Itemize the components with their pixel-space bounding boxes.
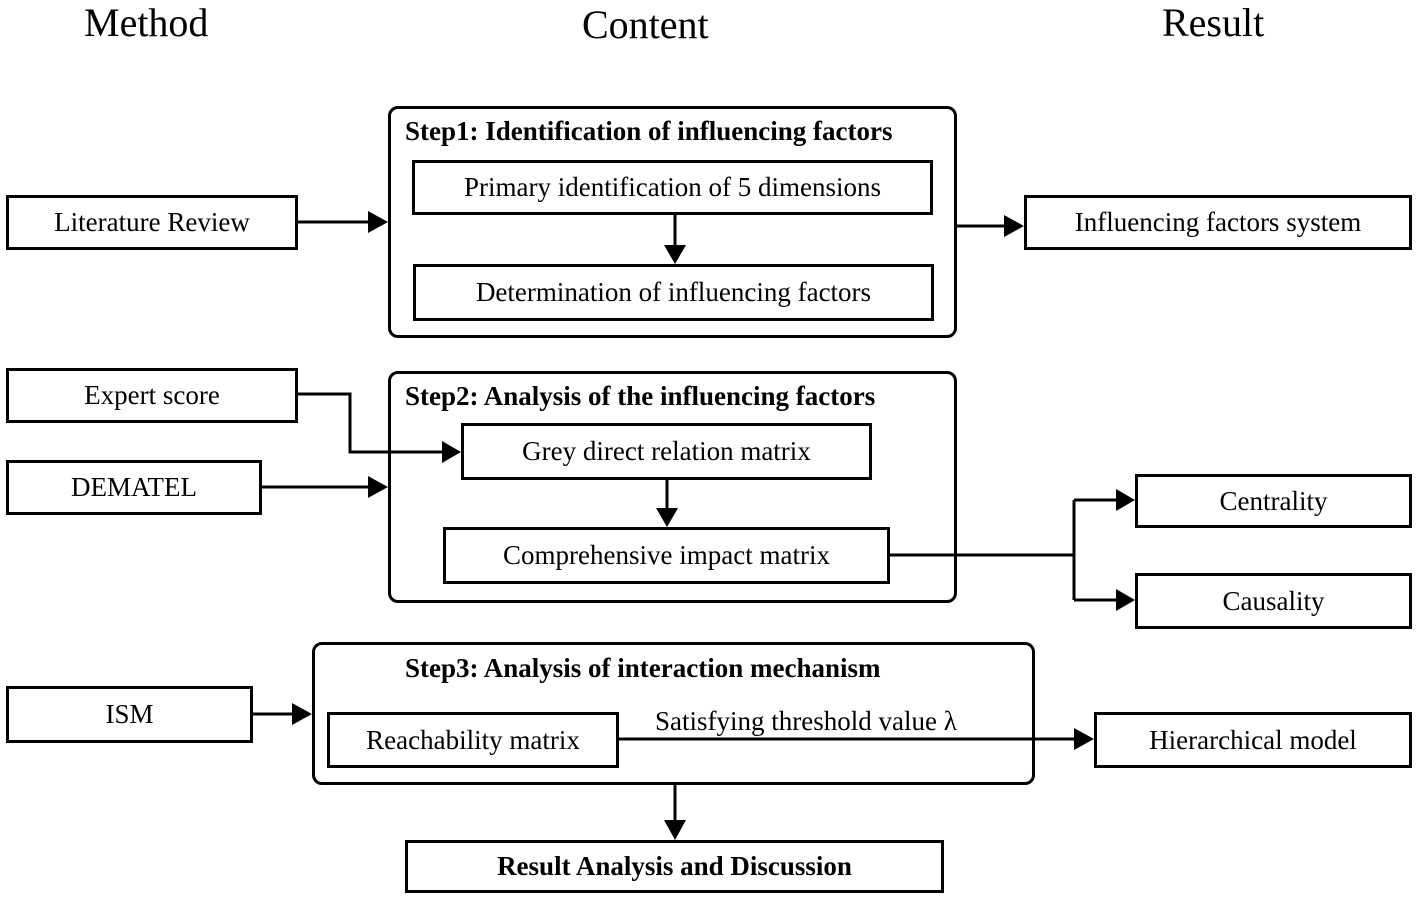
step3-title: Step3: Analysis of interaction mechanism [405, 653, 881, 683]
final-result-analysis-box: Result Analysis and Discussion [405, 840, 944, 893]
threshold-edge-label: Satisfying threshold value λ [655, 706, 957, 736]
arrow-expert-to-grey [298, 392, 445, 454]
result-causality: Causality [1135, 573, 1412, 629]
result-factors-system: Influencing factors system [1024, 195, 1412, 250]
step1-title: Step1: Identification of influencing fac… [405, 116, 893, 146]
method-literature-review: Literature Review [6, 195, 298, 250]
step3-group [312, 642, 1035, 785]
result-hierarchical-model: Hierarchical model [1094, 712, 1412, 768]
step2-group [388, 371, 957, 603]
header-result: Result [1162, 0, 1265, 45]
method-dematel: DEMATEL [6, 460, 262, 515]
step2-grey-relation-box: Grey direct relation matrix [461, 423, 872, 480]
step1-primary-identification-box: Primary identification of 5 dimensions [412, 160, 933, 215]
header-method: Method [84, 0, 209, 45]
method-ism: ISM [6, 686, 253, 743]
step1-group [388, 106, 957, 338]
step2-title: Step2: Analysis of the influencing facto… [405, 381, 876, 411]
step1-determination-box: Determination of influencing factors [413, 264, 934, 321]
step3-reachability-box: Reachability matrix [327, 712, 619, 768]
step2-impact-matrix-box: Comprehensive impact matrix [443, 527, 890, 584]
result-centrality: Centrality [1135, 474, 1412, 528]
method-expert-score: Expert score [6, 368, 298, 423]
header-content: Content [582, 2, 709, 47]
